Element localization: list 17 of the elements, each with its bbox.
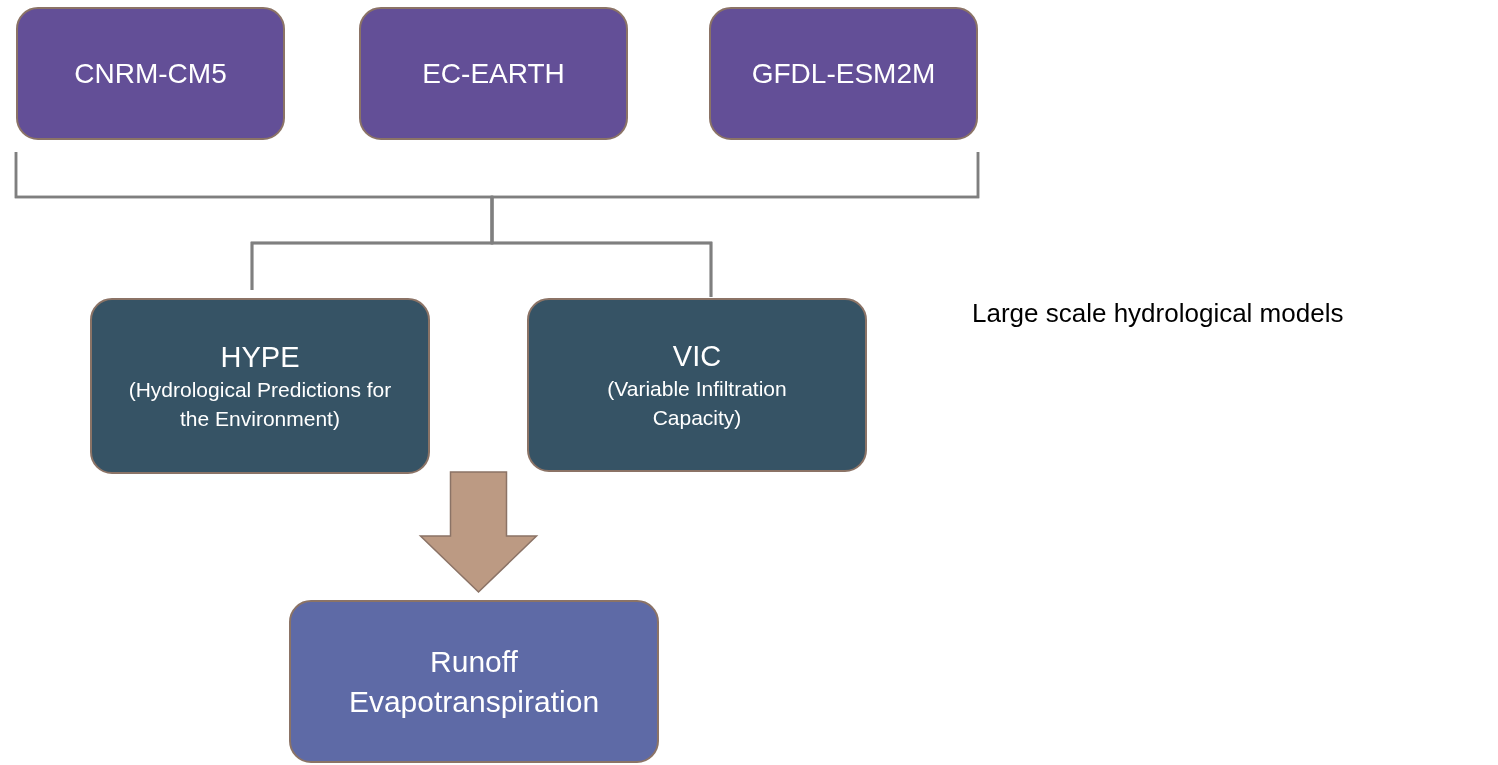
side-label: Large scale hydrological models — [972, 297, 1344, 330]
box-subtitle: (Hydrological Predictions for the Environment) — [127, 377, 393, 432]
rounded-box — [90, 298, 430, 474]
box-subtitle: (Variable Infiltration Capacity) — [606, 376, 788, 431]
rounded-box — [359, 7, 628, 140]
block-arrow — [418, 471, 539, 594]
rounded-box — [709, 7, 978, 140]
rounded-box — [16, 7, 285, 140]
box-title: HYPE — [220, 340, 300, 375]
box-title: GFDL-ESM2M — [751, 56, 936, 91]
box-title: CNRM-CM5 — [74, 56, 227, 91]
box-title: EC-EARTH — [422, 56, 565, 91]
box-title: Runoff Evapotranspiration — [347, 643, 601, 720]
box-title: VIC — [672, 339, 722, 374]
rounded-box — [289, 600, 659, 763]
rounded-box — [527, 298, 867, 472]
bracket-connector — [490, 152, 980, 297]
